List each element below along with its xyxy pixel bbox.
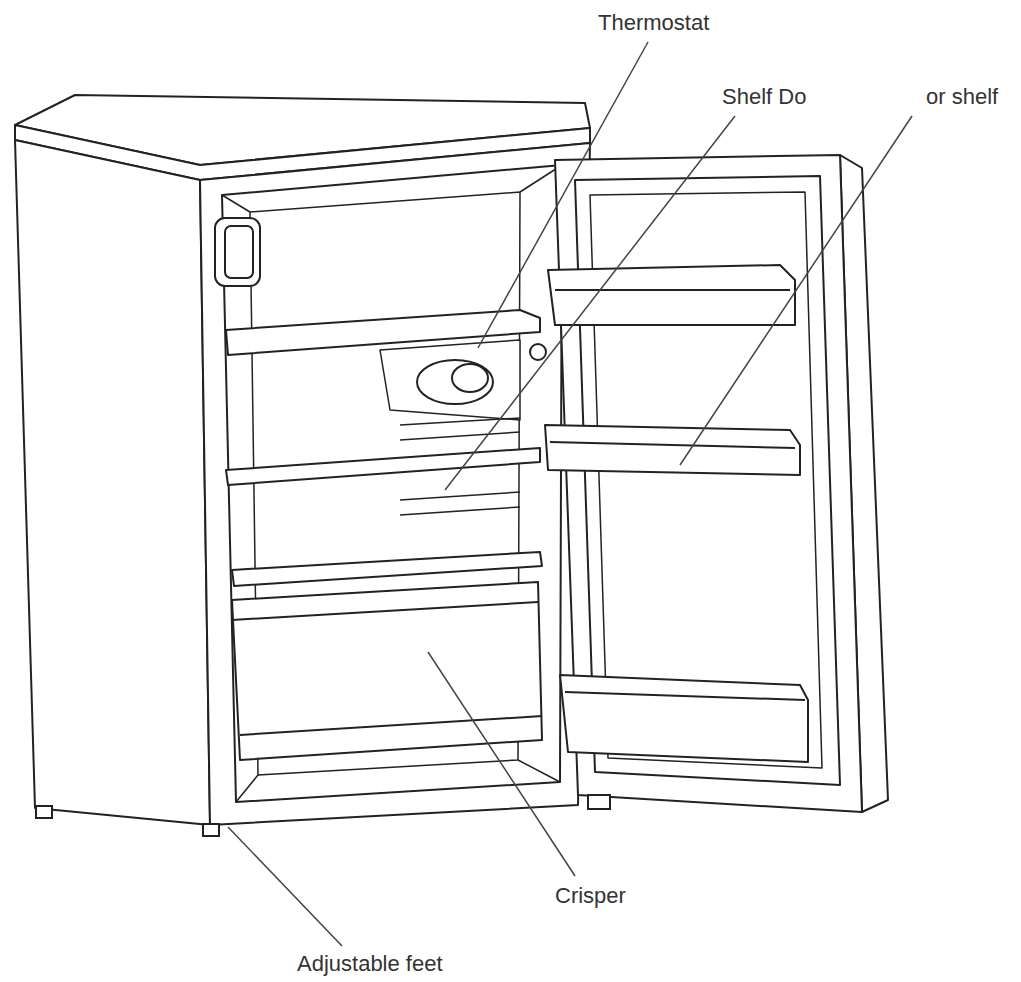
fridge-line	[452, 364, 488, 392]
fridge-line	[228, 827, 342, 946]
fridge-line	[236, 775, 258, 802]
fridge-line	[203, 824, 219, 836]
feet	[36, 795, 610, 836]
part-label: Adjustable feet	[295, 951, 445, 977]
fridge-line	[545, 425, 800, 475]
interior	[215, 218, 546, 760]
fridge-line	[380, 340, 520, 420]
part-label: Thermostat	[596, 10, 711, 36]
fridge-line	[428, 652, 575, 876]
fridge-line	[222, 195, 250, 212]
fridge-line	[232, 552, 542, 586]
fridge-line	[226, 448, 540, 485]
fridge-line	[232, 582, 542, 760]
fridge-line	[200, 143, 590, 825]
fridge-line	[550, 442, 795, 448]
door	[545, 155, 888, 812]
fridge-line	[400, 418, 520, 425]
fridge-line	[680, 116, 912, 465]
fridge-line	[555, 155, 862, 812]
fridge-line	[15, 140, 210, 825]
fridge-line	[36, 806, 52, 818]
fridge-line	[215, 218, 260, 286]
fridge-line	[222, 165, 562, 802]
fridge-line	[445, 116, 735, 490]
fridge-line	[240, 716, 542, 735]
cabinet	[15, 95, 590, 825]
fridge-line	[478, 42, 648, 348]
part-label: Crisper	[553, 883, 628, 909]
part-label: Shelf Do	[720, 84, 808, 110]
fridge-line	[400, 507, 520, 515]
fridge-line	[548, 265, 795, 325]
fridge-line	[565, 692, 805, 700]
fridge-line	[555, 289, 790, 291]
leader-lines	[228, 42, 912, 946]
fridge-line	[518, 760, 560, 782]
fridge-line	[225, 226, 253, 278]
fridge-line	[530, 344, 546, 360]
fridge-line	[417, 360, 493, 404]
part-label: or shelf	[924, 84, 1000, 110]
fridge-line	[400, 492, 520, 500]
fridge-line	[560, 675, 808, 762]
fridge-line	[400, 432, 520, 440]
fridge-line	[588, 795, 610, 809]
fridge-line	[232, 602, 538, 620]
